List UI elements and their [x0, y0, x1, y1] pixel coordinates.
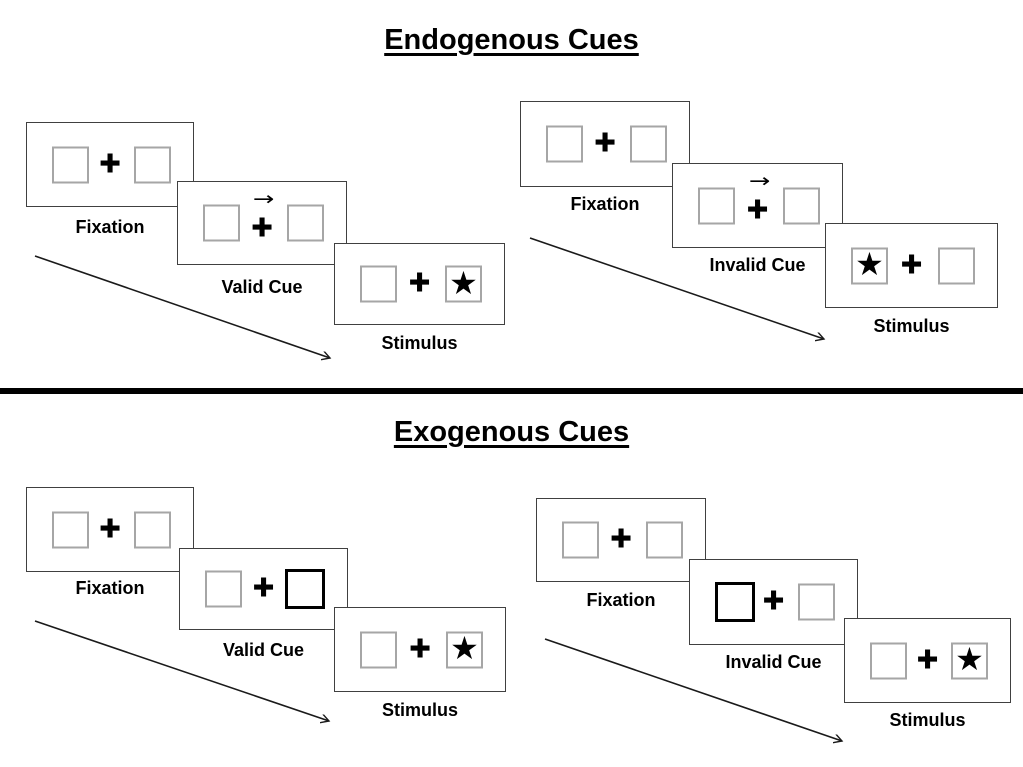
left-box	[205, 570, 242, 608]
fixation-cross-icon: ✚	[916, 644, 939, 675]
right-box	[287, 204, 324, 242]
section-title-exogenous: Exogenous Cues	[393, 416, 630, 448]
panel-label: Stimulus	[873, 316, 950, 336]
target-star-icon: ★	[855, 244, 884, 283]
right-box: ★	[446, 631, 483, 668]
fixation-cross-icon: ✚	[610, 524, 632, 555]
fixation-cross-icon: ✚	[99, 513, 121, 544]
right-box	[798, 583, 835, 621]
fixation-cross-icon: ✚	[746, 195, 769, 226]
fixation-cross-icon: ✚	[594, 128, 616, 159]
left-box	[698, 187, 735, 224]
right-box	[646, 521, 683, 559]
panel-label: Stimulus	[889, 710, 966, 730]
panel-label: Valid Cue	[222, 640, 305, 660]
stimulus-panel: ✚ ★	[334, 243, 505, 325]
stimulus-panel: ✚ ★	[844, 618, 1011, 703]
fixation-panel: ✚	[26, 122, 194, 207]
left-box	[870, 642, 907, 679]
panel-label: Valid Cue	[221, 277, 303, 297]
left-box	[562, 521, 599, 559]
target-star-icon: ★	[450, 628, 479, 667]
cue-highlight-box	[715, 582, 755, 622]
fixation-panel: ✚	[26, 487, 194, 572]
cue-panel: ✚	[689, 559, 858, 645]
target-star-icon: ★	[449, 263, 478, 302]
right-box: ★	[445, 263, 482, 303]
timeline-arrow	[34, 255, 330, 358]
panel-label: Stimulus	[381, 700, 458, 720]
cue-arrow-icon: →	[252, 188, 275, 210]
right-box	[938, 247, 975, 284]
left-box	[360, 265, 397, 303]
panel-label: Fixation	[75, 217, 145, 237]
fixation-panel: ✚	[536, 498, 706, 582]
stimulus-panel: ★ ✚	[825, 223, 998, 308]
right-box: ★	[951, 642, 988, 679]
panel-label: Fixation	[570, 194, 640, 214]
fixation-cross-icon: ✚	[99, 148, 121, 179]
fixation-cross-icon: ✚	[900, 249, 923, 280]
fixation-cross-icon: ✚	[409, 633, 431, 664]
target-star-icon: ★	[955, 639, 984, 678]
right-box	[134, 511, 171, 548]
left-box	[203, 204, 240, 242]
fixation-cross-icon: ✚	[252, 573, 275, 604]
panel-label: Fixation	[586, 590, 656, 610]
left-box	[52, 511, 89, 548]
cue-highlight-box	[285, 569, 325, 609]
stimulus-panel: ✚ ★	[334, 607, 506, 692]
fixation-panel: ✚	[520, 101, 690, 187]
cue-panel: ✚	[179, 548, 348, 630]
cue-arrow-icon: →	[748, 170, 770, 192]
right-box	[630, 125, 667, 163]
timeline-arrow	[529, 237, 824, 339]
panel-label: Stimulus	[381, 333, 458, 353]
right-box	[134, 146, 171, 183]
panel-label: Invalid Cue	[725, 652, 822, 672]
left-box	[360, 631, 397, 668]
section-title-endogenous: Endogenous Cues	[384, 24, 639, 56]
panel-label: Invalid Cue	[709, 255, 806, 275]
right-box	[783, 187, 820, 224]
section-divider	[0, 388, 1023, 394]
fixation-cross-icon: ✚	[762, 586, 785, 617]
panel-label: Fixation	[75, 578, 145, 598]
left-box	[546, 125, 583, 163]
cue-panel: → ✚	[177, 181, 347, 265]
timeline-arrow	[34, 620, 329, 721]
fixation-cross-icon: ✚	[408, 268, 431, 299]
left-box	[52, 146, 89, 183]
left-box: ★	[851, 247, 888, 284]
cue-panel: → ✚	[672, 163, 843, 248]
fixation-cross-icon: ✚	[251, 213, 273, 244]
